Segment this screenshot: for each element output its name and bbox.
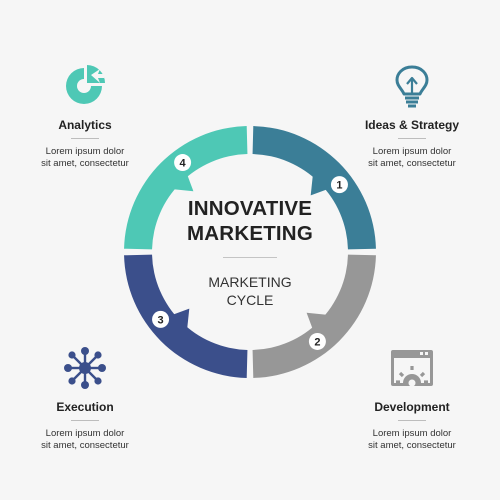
cycle-arrow-2 <box>306 312 328 330</box>
cycle-segment-1 <box>252 126 376 250</box>
ideas-strategy-divider <box>398 138 426 139</box>
browser-gear-icon <box>391 350 433 387</box>
analytics-block: Analytics Lorem ipsum dolor sit amet, co… <box>10 64 160 169</box>
step-badges: 1 2 3 4 <box>152 154 348 350</box>
execution-title: Execution <box>56 400 114 414</box>
pie-chart-icon <box>66 65 105 104</box>
step-number-3: 3 <box>157 314 163 326</box>
center-divider <box>223 257 277 258</box>
cycle-arrow-3 <box>172 308 190 330</box>
development-description: Lorem ipsum dolor sit amet, consectetur <box>368 428 456 451</box>
step-number-1: 1 <box>336 180 342 192</box>
step-badge-4 <box>174 154 192 172</box>
lightbulb-icon <box>395 65 429 108</box>
execution-divider <box>71 420 99 421</box>
step-number-4: 4 <box>180 158 187 170</box>
step-badge-3 <box>152 310 170 328</box>
cycle-segment-2 <box>252 254 376 378</box>
analytics-description: Lorem ipsum dolor sit amet, consectetur <box>41 146 129 169</box>
analytics-title: Analytics <box>58 118 112 132</box>
center-subtitle: MARKETING CYCLE <box>208 274 292 308</box>
network-nodes-icon <box>64 347 106 389</box>
step-badge-1 <box>330 176 348 194</box>
cycle-segment-3 <box>124 254 248 378</box>
development-divider <box>398 420 426 421</box>
cycle-arrow-4 <box>172 174 194 192</box>
step-number-2: 2 <box>314 336 320 348</box>
execution-description: Lorem ipsum dolor sit amet, consectetur <box>41 428 129 451</box>
development-title: Development <box>374 400 450 414</box>
cycle-ring <box>124 126 376 378</box>
ideas-strategy-title: Ideas & Strategy <box>364 118 460 132</box>
analytics-divider <box>71 138 99 139</box>
cycle-segment-4 <box>124 126 248 250</box>
cycle-arrow-1 <box>310 174 328 196</box>
ideas-strategy-block: Ideas & Strategy Lorem ipsum dolor sit a… <box>337 64 487 169</box>
execution-block: Execution Lorem ipsum dolor sit amet, co… <box>10 346 160 451</box>
step-badge-2 <box>308 332 326 350</box>
development-block: Development Lorem ipsum dolor sit amet, … <box>337 346 487 451</box>
ideas-strategy-description: Lorem ipsum dolor sit amet, consectetur <box>368 146 456 169</box>
center-title: INNOVATIVE MARKETING <box>187 197 313 245</box>
